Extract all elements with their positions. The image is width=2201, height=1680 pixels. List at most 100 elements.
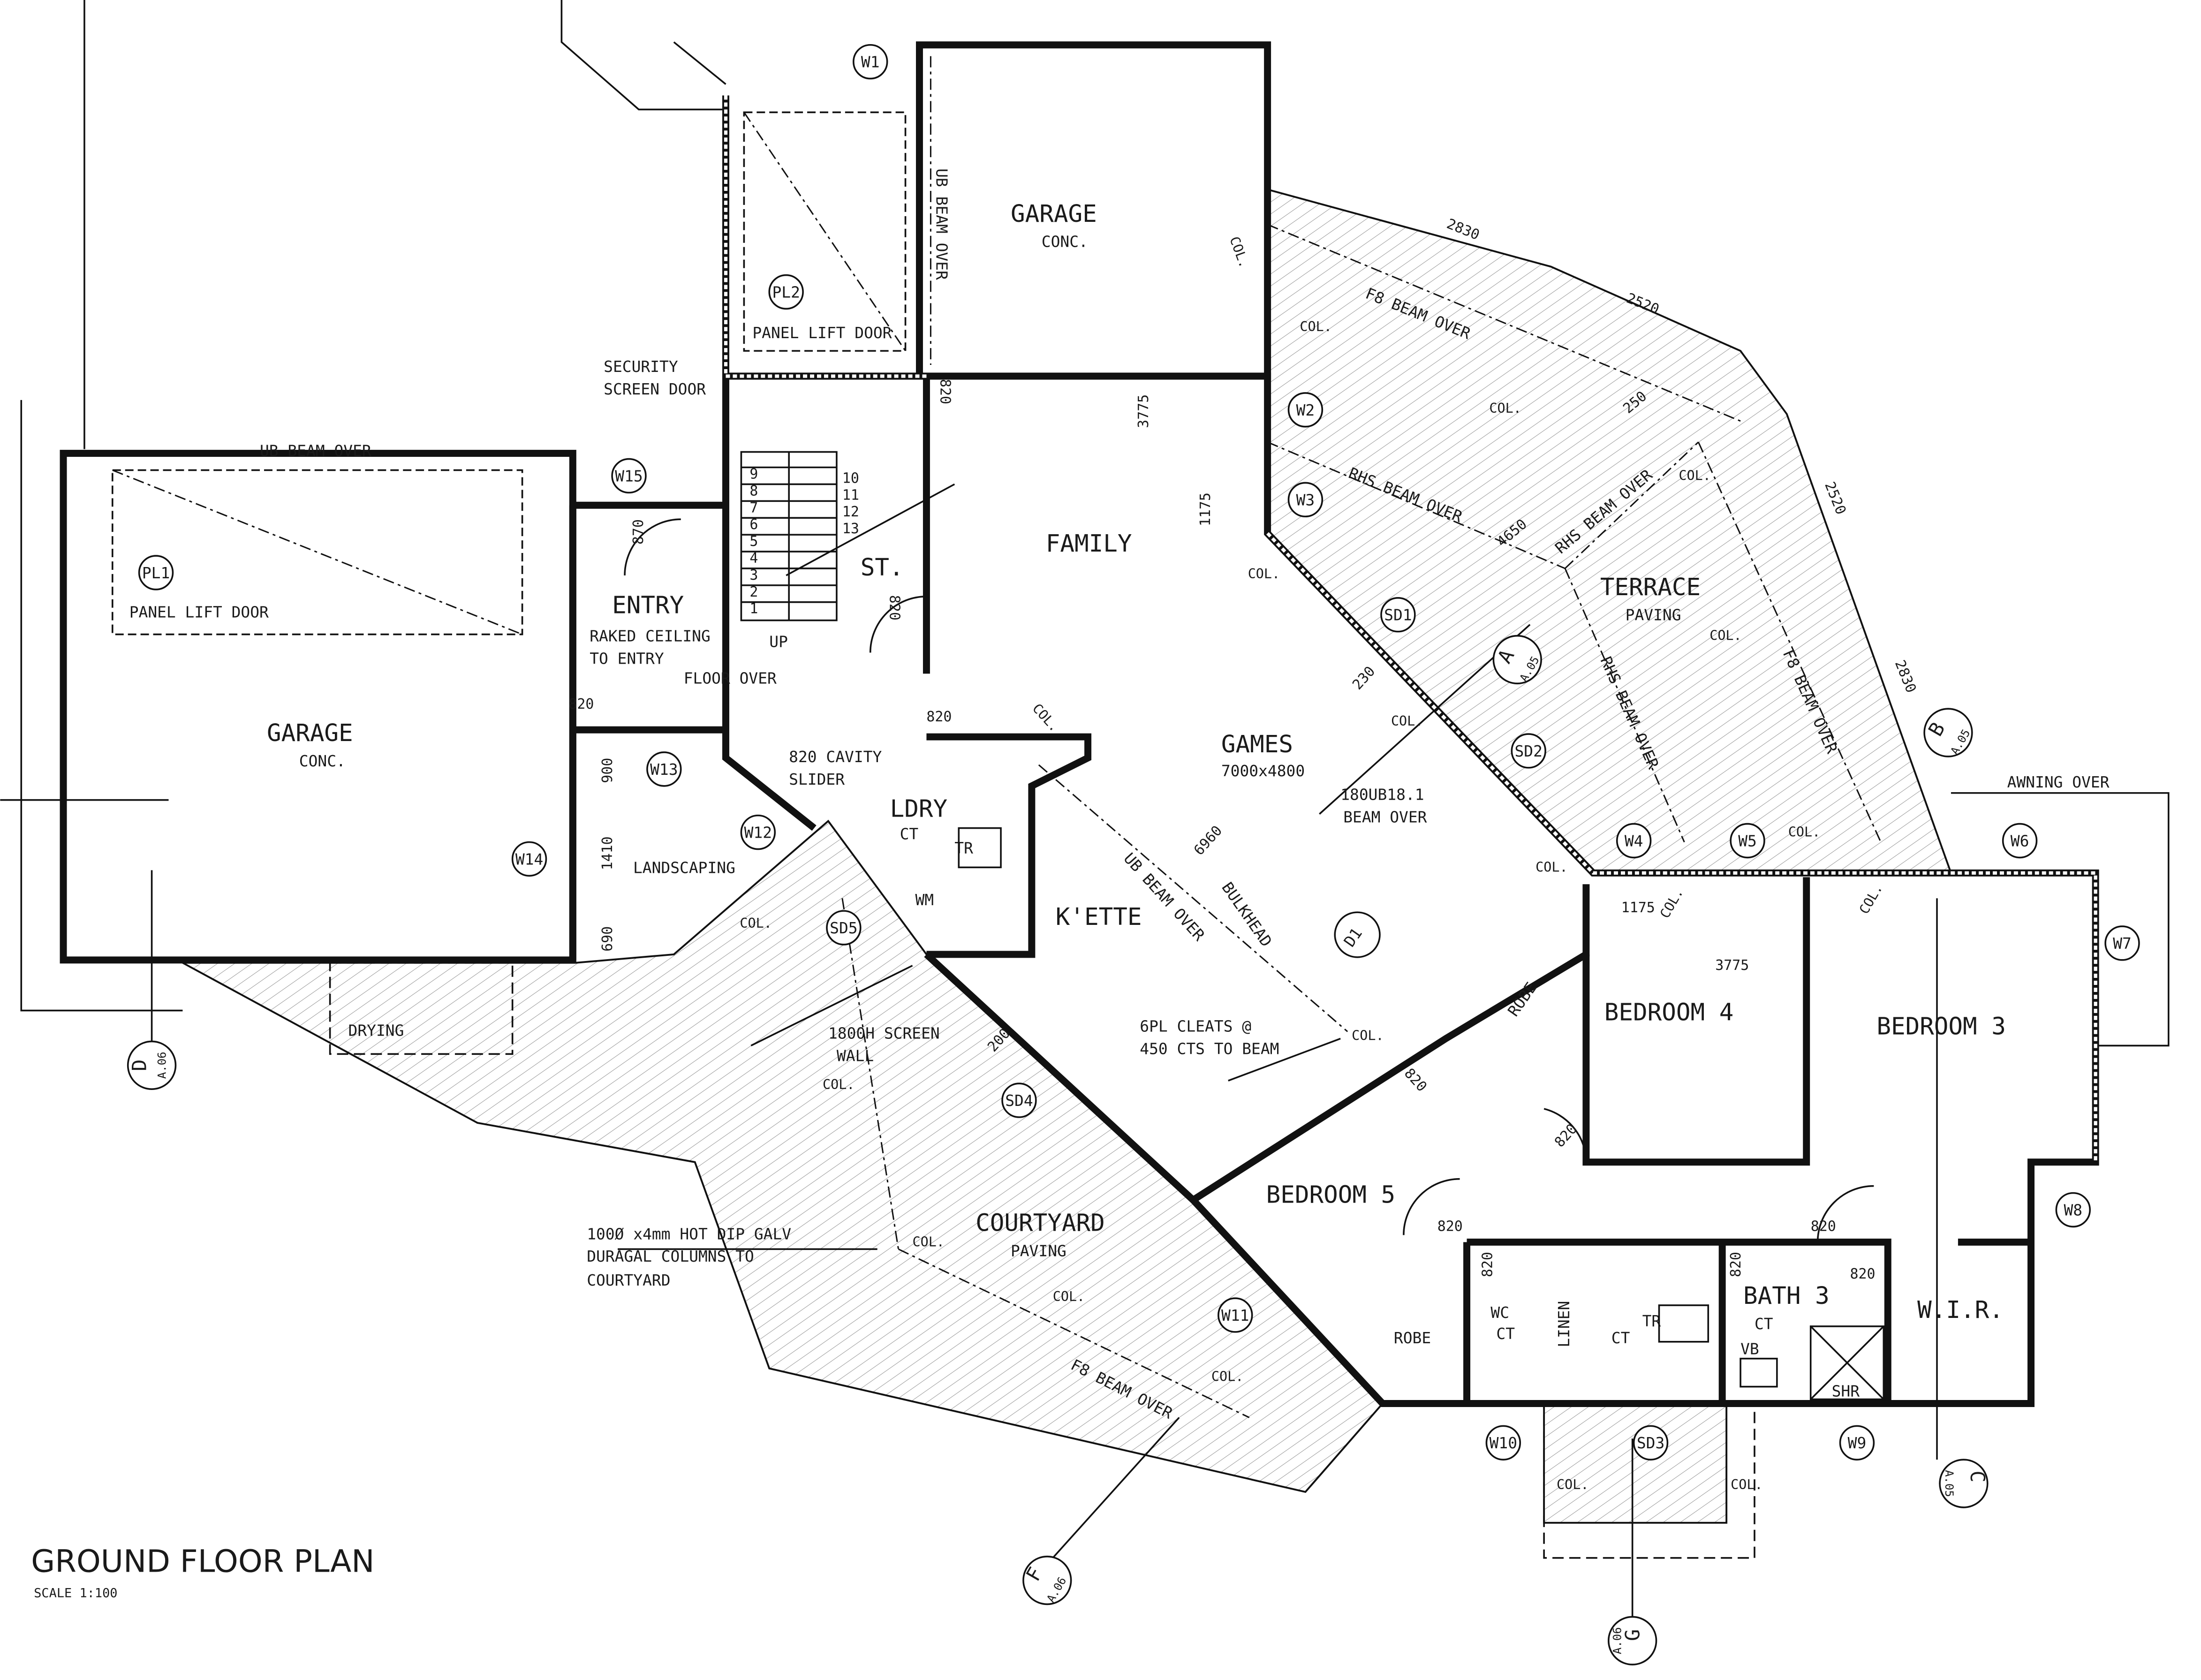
svg-text:COL.: COL. [1489, 401, 1521, 416]
svg-text:870: 870 [630, 519, 647, 545]
svg-text:10: 10 [842, 470, 859, 486]
svg-text:820: 820 [1811, 1218, 1836, 1234]
svg-text:8: 8 [749, 483, 758, 499]
svg-text:1: 1 [749, 601, 758, 617]
window-door-tags: W1 W2 W3 W4 W5 W6 W7 W8 W9 W10 W11 W12 W… [138, 44, 2140, 1461]
svg-text:1175: 1175 [1197, 492, 1214, 526]
svg-text:A.05: A.05 [1943, 1470, 1956, 1497]
note-beam-over: BEAM OVER [1343, 808, 1427, 826]
svg-text:COL.: COL. [1053, 1289, 1085, 1304]
tag-sd1: SD1 [1380, 597, 1416, 633]
svg-text:W8: W8 [2064, 1201, 2082, 1219]
svg-text:11: 11 [842, 487, 859, 503]
room-courtyard-finish: PAVING [1011, 1241, 1066, 1260]
svg-text:W13: W13 [650, 760, 678, 779]
svg-text:COL.: COL. [1211, 1369, 1243, 1385]
tag-pl2: PL2 [768, 274, 804, 310]
note-panel-lift-door-2: PANEL LIFT DOOR [752, 324, 892, 342]
room-bath-3-finish: CT [1755, 1315, 1773, 1333]
note-awning-over: AWNING OVER [2007, 773, 2110, 791]
room-games-size: 7000x4800 [1221, 762, 1305, 780]
tag-pl1: PL1 [138, 555, 174, 590]
tag-sd4: SD4 [1001, 1082, 1037, 1118]
note-columns-3: COURTYARD [587, 1271, 670, 1289]
svg-text:SD5: SD5 [830, 919, 857, 937]
svg-text:3: 3 [749, 567, 758, 583]
svg-text:PL2: PL2 [772, 283, 800, 301]
svg-text:5: 5 [749, 533, 758, 550]
svg-text:820: 820 [1850, 1266, 1875, 1282]
svg-text:COL.: COL. [1352, 1028, 1384, 1043]
room-wc: WC [1490, 1303, 1509, 1322]
svg-text:COL.: COL. [823, 1077, 855, 1092]
note-panel-lift-door-1: PANEL LIFT DOOR [129, 603, 269, 621]
svg-text:W4: W4 [1625, 832, 1643, 850]
room-garage-left: GARAGE [267, 719, 353, 747]
svg-text:W1: W1 [861, 53, 880, 71]
section-marker-g: GA.06 [1607, 1616, 1657, 1665]
svg-text:820: 820 [937, 379, 953, 404]
svg-text:COL.: COL. [1248, 566, 1280, 582]
svg-text:820: 820 [568, 696, 594, 712]
tag-w6: W6 [2002, 823, 2038, 859]
fixture-washing-machine: WM [915, 891, 934, 909]
room-robe-bed5: ROBE [1394, 1329, 1431, 1347]
svg-text:820: 820 [886, 595, 903, 621]
svg-text:820: 820 [926, 709, 952, 725]
note-raked-ceiling: RAKED CEILING [590, 627, 711, 645]
note-cts-to-beam: 450 CTS TO BEAM [1140, 1039, 1279, 1058]
svg-text:SD2: SD2 [1514, 742, 1542, 760]
svg-text:W15: W15 [615, 467, 643, 485]
tag-w5: W5 [1730, 823, 1765, 859]
svg-text:W10: W10 [1490, 1434, 1517, 1452]
svg-text:900: 900 [599, 758, 616, 783]
svg-text:820: 820 [1437, 1218, 1463, 1234]
svg-text:G: G [1621, 1629, 1644, 1641]
section-marker-c: C A.05 [1939, 1459, 1989, 1508]
linework [0, 56, 1938, 1621]
tag-w1: W1 [853, 44, 888, 80]
svg-text:W11: W11 [1221, 1306, 1249, 1324]
room-wir: W.I.R. [1917, 1296, 2004, 1324]
note-slider: SLIDER [789, 770, 845, 788]
tag-w12: W12 [740, 814, 776, 850]
svg-text:6: 6 [749, 516, 758, 533]
room-bedroom-5: BEDROOM 5 [1266, 1181, 1396, 1209]
fixture-vanity-basin: VB [1740, 1340, 1759, 1358]
tag-w8: W8 [2055, 1192, 2091, 1228]
svg-text:COL.: COL. [1709, 628, 1741, 643]
room-drying: DRYING [348, 1021, 404, 1039]
svg-text:3775: 3775 [1715, 957, 1749, 974]
svg-text:W12: W12 [744, 824, 772, 842]
svg-text:COL.: COL. [913, 1234, 945, 1249]
room-bath-3: BATH 3 [1743, 1282, 1830, 1309]
svg-text:COL.: COL. [1557, 1477, 1588, 1492]
tag-w15: W15 [611, 458, 647, 494]
room-linen: LINEN [1555, 1301, 1573, 1347]
room-stair: ST. [861, 553, 904, 581]
room-games: GAMES [1221, 730, 1293, 758]
tag-sd3: SD3 [1633, 1425, 1669, 1461]
room-bedroom-3: BEDROOM 3 [1876, 1012, 2006, 1040]
room-terrace: TERRACE [1600, 573, 1701, 601]
note-screen-wall: 1800H SCREEN [828, 1024, 940, 1042]
room-garage-top: GARAGE [1011, 200, 1097, 227]
room-terrace-finish: PAVING [1626, 606, 1681, 624]
note-columns-1: 100Ø x4mm HOT DIP GALV [587, 1225, 791, 1243]
room-laundry-finish: CT [900, 825, 919, 843]
stair [740, 451, 955, 621]
tag-w9: W9 [1839, 1425, 1875, 1461]
svg-text:COL.: COL. [1535, 859, 1567, 875]
svg-text:SD3: SD3 [1637, 1434, 1664, 1452]
linen-finish: CT [1611, 1329, 1630, 1347]
svg-text:COL.: COL. [1731, 1477, 1762, 1492]
fixtures: TR WM TR VB SHR [915, 827, 1885, 1400]
svg-text:C: C [1966, 1470, 1989, 1482]
note-ub-beam-garage-top: UB BEAM OVER [932, 168, 951, 280]
svg-text:12: 12 [842, 504, 859, 520]
svg-text:1175: 1175 [1621, 900, 1655, 916]
svg-text:PL1: PL1 [142, 564, 170, 582]
room-family: FAMILY [1046, 530, 1132, 557]
